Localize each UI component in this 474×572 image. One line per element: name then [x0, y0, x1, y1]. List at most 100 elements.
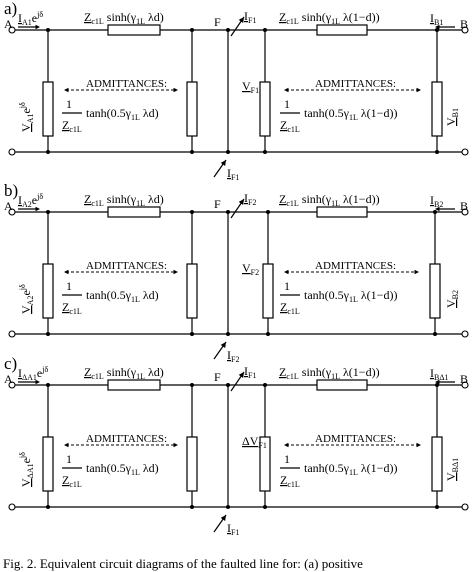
text-part: I — [227, 348, 231, 362]
terminal-a-bottom — [8, 330, 16, 338]
text-part: λd) — [145, 192, 164, 206]
text-part: e — [19, 108, 33, 113]
junction-dot — [226, 505, 230, 509]
junction-dot — [433, 210, 437, 214]
text-part: B — [460, 17, 468, 31]
series-impedance-left — [107, 206, 161, 218]
shunt-admittance-right — [262, 263, 274, 319]
text-part: B1 — [451, 108, 460, 117]
fraction-denominator-right: Zc1L — [280, 300, 300, 316]
text-part: c1L — [91, 199, 104, 208]
admittance-arrowhead — [173, 87, 178, 93]
text-part: Z — [279, 192, 286, 206]
text-part: 1L — [349, 113, 358, 122]
terminal-a-bottom — [8, 148, 16, 156]
text-part: F2 — [251, 268, 259, 277]
admittance-arrowhead — [284, 269, 289, 275]
text-part: 1 — [284, 279, 290, 293]
text-part: I — [244, 191, 248, 205]
series-left-label: Zc1L sinh(γ1L λd) — [84, 10, 164, 26]
shunt-admittance-right — [259, 81, 271, 137]
admittance-arrowhead — [173, 269, 178, 275]
text-part: λ(1−d)) — [340, 10, 380, 24]
junction-dot — [263, 505, 267, 509]
current-right-arrowhead — [435, 379, 440, 385]
text-part: B1 — [434, 18, 443, 27]
text-part: F1 — [251, 86, 259, 95]
text-part: 1L — [136, 17, 145, 26]
text-part: 1 — [284, 452, 290, 466]
voltage-right-label: VB1 — [444, 108, 460, 126]
fault-current-arrowhead — [238, 372, 244, 378]
text-part: sinh(γ — [104, 10, 137, 24]
fraction-numerator-right: 1 — [284, 97, 290, 111]
shunt-admittance-right — [429, 263, 441, 319]
text-part: c1L — [286, 17, 299, 26]
text-part: b) — [4, 181, 18, 200]
text-part: Z — [84, 192, 91, 206]
text-part: λ(1−d)) — [340, 192, 380, 206]
text-part: I — [430, 366, 434, 380]
terminal-a — [8, 381, 16, 389]
fault-voltage-label: ΔVF1 — [242, 434, 267, 450]
text-part: c1L — [287, 307, 300, 316]
text-part: c1L — [69, 307, 82, 316]
terminal-a — [8, 208, 16, 216]
text-part: Z — [62, 473, 69, 487]
series-right-label: Zc1L sinh(γ1L λ(1−d)) — [279, 192, 380, 208]
text-part: 1L — [131, 113, 140, 122]
text-part: I — [227, 166, 231, 180]
shunt-admittance-right — [431, 81, 443, 137]
junction-dot — [435, 505, 439, 509]
admittances-label-left: ADMITTANCES: — [86, 260, 167, 272]
admittance-arrowhead — [416, 87, 421, 93]
terminal-b — [461, 208, 469, 216]
text-part: I — [18, 11, 22, 25]
junction-dot — [266, 210, 270, 214]
text-part: λd) — [140, 461, 159, 475]
text-part: F1 — [248, 371, 256, 380]
text-part: tanh(0.5γ — [304, 106, 350, 120]
junction-dot — [190, 28, 194, 32]
text-part: BΔ1 — [434, 373, 448, 382]
current-left-label: IA2ejδ — [18, 192, 43, 209]
node-a-label: A — [4, 199, 13, 213]
node-f-label: F — [214, 197, 221, 211]
admittance-arrowhead — [416, 442, 421, 448]
text-part: A2 — [26, 296, 35, 306]
text-part: F — [214, 15, 221, 29]
text-part: Z — [280, 473, 287, 487]
junction-dot — [226, 383, 230, 387]
text-part: jδ — [41, 365, 48, 374]
text-part: sinh(γ — [299, 10, 332, 24]
text-part: λ(1−d)) — [358, 288, 398, 302]
text-part: λ(1−d)) — [358, 106, 398, 120]
text-part: F1 — [248, 16, 256, 25]
admittance-arrowhead — [64, 442, 69, 448]
text-part: λd) — [145, 10, 164, 24]
text-part: A — [4, 17, 13, 31]
shunt-admittance-left — [42, 263, 54, 319]
fault-current-label-top: IF1 — [244, 364, 256, 380]
admittances-label-right: ADMITTANCES: — [315, 78, 396, 90]
text-part: e — [19, 458, 33, 463]
admittance-arrowhead — [64, 269, 69, 275]
series-impedance-left — [107, 24, 161, 36]
text-part: tanh(0.5γ — [304, 288, 350, 302]
text-part: B — [460, 372, 468, 386]
text-part: B2 — [434, 200, 443, 209]
fault-current-label-bottom: IF1 — [227, 166, 239, 182]
shunt-admittance-right — [431, 436, 443, 492]
current-right-arrowhead — [435, 206, 440, 212]
text-part: I — [18, 366, 22, 380]
junction-dot — [46, 332, 50, 336]
text-part: tanh(0.5γ — [304, 461, 350, 475]
text-part: 1L — [331, 372, 340, 381]
text-part: 1L — [136, 372, 145, 381]
voltage-left-label: VΔA1ejδ — [18, 452, 35, 487]
tanh-right-label: tanh(0.5γ1L λ(1−d)) — [304, 461, 397, 477]
junction-dot — [46, 150, 50, 154]
current-right-arrowhead — [435, 24, 440, 30]
fault-current-label-bottom: IF1 — [227, 521, 239, 537]
terminal-b-bottom — [461, 148, 469, 156]
